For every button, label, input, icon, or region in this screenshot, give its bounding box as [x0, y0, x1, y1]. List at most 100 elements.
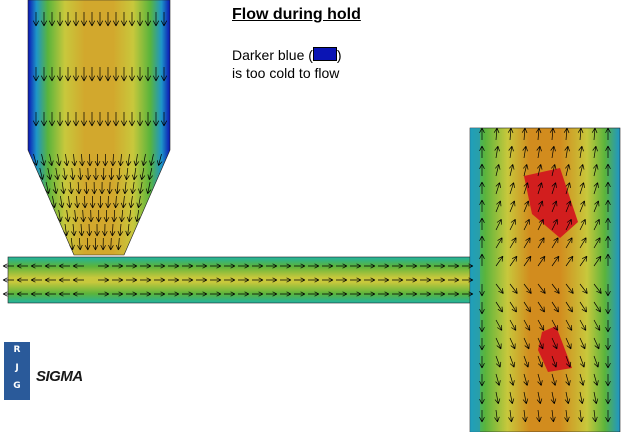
- flow-vector: [126, 277, 138, 283]
- flow-vector: [126, 263, 138, 269]
- flow-vector: [83, 181, 90, 195]
- flow-vector: [509, 373, 515, 386]
- flow-vector: [350, 263, 362, 269]
- flow-vector: [294, 263, 306, 269]
- flow-vector: [79, 153, 85, 167]
- flow-vector: [118, 153, 124, 167]
- flow-vector: [495, 283, 504, 294]
- flow-vector: [523, 319, 531, 331]
- rjg-logo: R J G: [4, 342, 30, 400]
- flow-vector: [579, 255, 588, 267]
- flow-vector: [378, 291, 390, 297]
- flow-vector: [336, 291, 348, 297]
- flow-vector: [147, 167, 153, 180]
- flow-vector: [75, 181, 82, 195]
- flow-vector: [605, 284, 611, 297]
- flow-vector: [38, 167, 45, 180]
- flow-vector: [48, 153, 54, 166]
- flow-vector: [108, 237, 114, 251]
- flow-vector: [350, 277, 362, 283]
- flow-vector: [605, 199, 611, 212]
- flow-vector: [120, 195, 127, 209]
- flow-vector: [48, 12, 56, 27]
- flow-vector: [605, 338, 611, 351]
- flow-vector: [88, 67, 96, 82]
- flow-vector: [120, 112, 128, 127]
- flow-vector: [364, 277, 376, 283]
- flow-vector: [30, 277, 42, 283]
- flow-vector: [551, 218, 558, 231]
- flow-vector: [579, 237, 587, 249]
- flow-vector: [479, 302, 485, 315]
- flow-vector: [434, 263, 446, 269]
- flow-vector: [112, 112, 120, 127]
- flow-vector: [210, 263, 222, 269]
- flow-vector: [224, 263, 236, 269]
- flow-vector: [493, 127, 500, 141]
- flow-vector: [64, 112, 72, 127]
- flow-vector: [69, 167, 76, 181]
- flow-vector: [80, 12, 88, 27]
- flow-vector: [537, 301, 545, 313]
- flow-vector: [196, 277, 208, 283]
- flow-vector: [140, 277, 152, 283]
- flow-vector: [32, 153, 39, 166]
- flow-vector: [495, 301, 503, 313]
- flow-vector: [119, 209, 125, 223]
- flow-vector: [96, 112, 104, 127]
- flow-vector: [579, 164, 585, 177]
- flow-vector: [149, 153, 155, 166]
- flow-vector: [72, 12, 80, 27]
- flow-vector: [72, 209, 79, 223]
- flow-vector: [605, 410, 611, 423]
- cold-color-swatch: [312, 47, 337, 61]
- flow-vector: [406, 291, 418, 297]
- flow-vector: [266, 291, 278, 297]
- flow-vector: [579, 337, 586, 350]
- flow-vector: [551, 255, 560, 267]
- flow-vector: [523, 200, 530, 213]
- flow-vector-field: [2, 12, 611, 423]
- flow-vector: [495, 337, 502, 350]
- flow-vector: [182, 277, 194, 283]
- flow-vector: [108, 167, 115, 181]
- flow-vector: [122, 181, 129, 195]
- cavity-edge-band: [470, 128, 480, 432]
- flow-vector: [605, 302, 611, 315]
- sigma-logo: SIGMA: [36, 368, 83, 385]
- flow-vector: [495, 200, 502, 213]
- flow-vector: [103, 209, 110, 223]
- flow-vector: [82, 195, 88, 209]
- flow-vector: [593, 283, 602, 294]
- flow-vector: [494, 391, 501, 404]
- flow-vector: [605, 235, 611, 248]
- flow-vector: [128, 67, 136, 82]
- flow-vector: [96, 67, 104, 82]
- flow-vector: [605, 392, 611, 405]
- flow-vector: [479, 392, 485, 405]
- flow-vector: [95, 209, 102, 223]
- flow-vector: [434, 277, 446, 283]
- flow-vector: [120, 12, 128, 27]
- flow-vector: [605, 374, 611, 387]
- flow-vector: [605, 217, 611, 230]
- flow-vector: [537, 237, 545, 249]
- flow-vector: [537, 218, 544, 231]
- flow-vector: [44, 263, 56, 269]
- flow-vector: [266, 263, 278, 269]
- flow-vector: [102, 223, 108, 237]
- flow-vector: [2, 277, 14, 283]
- flow-vector: [252, 291, 264, 297]
- flow-vector: [107, 181, 113, 195]
- flow-vector: [152, 67, 160, 82]
- flow-vector: [578, 409, 584, 423]
- flow-vector: [71, 153, 77, 167]
- flow-vector: [591, 127, 598, 141]
- flow-vector: [93, 167, 99, 181]
- flow-vector: [593, 200, 600, 213]
- flow-vector: [30, 263, 42, 269]
- flow-vector: [116, 167, 122, 181]
- flow-vector: [68, 181, 74, 195]
- flow-vector: [196, 291, 208, 297]
